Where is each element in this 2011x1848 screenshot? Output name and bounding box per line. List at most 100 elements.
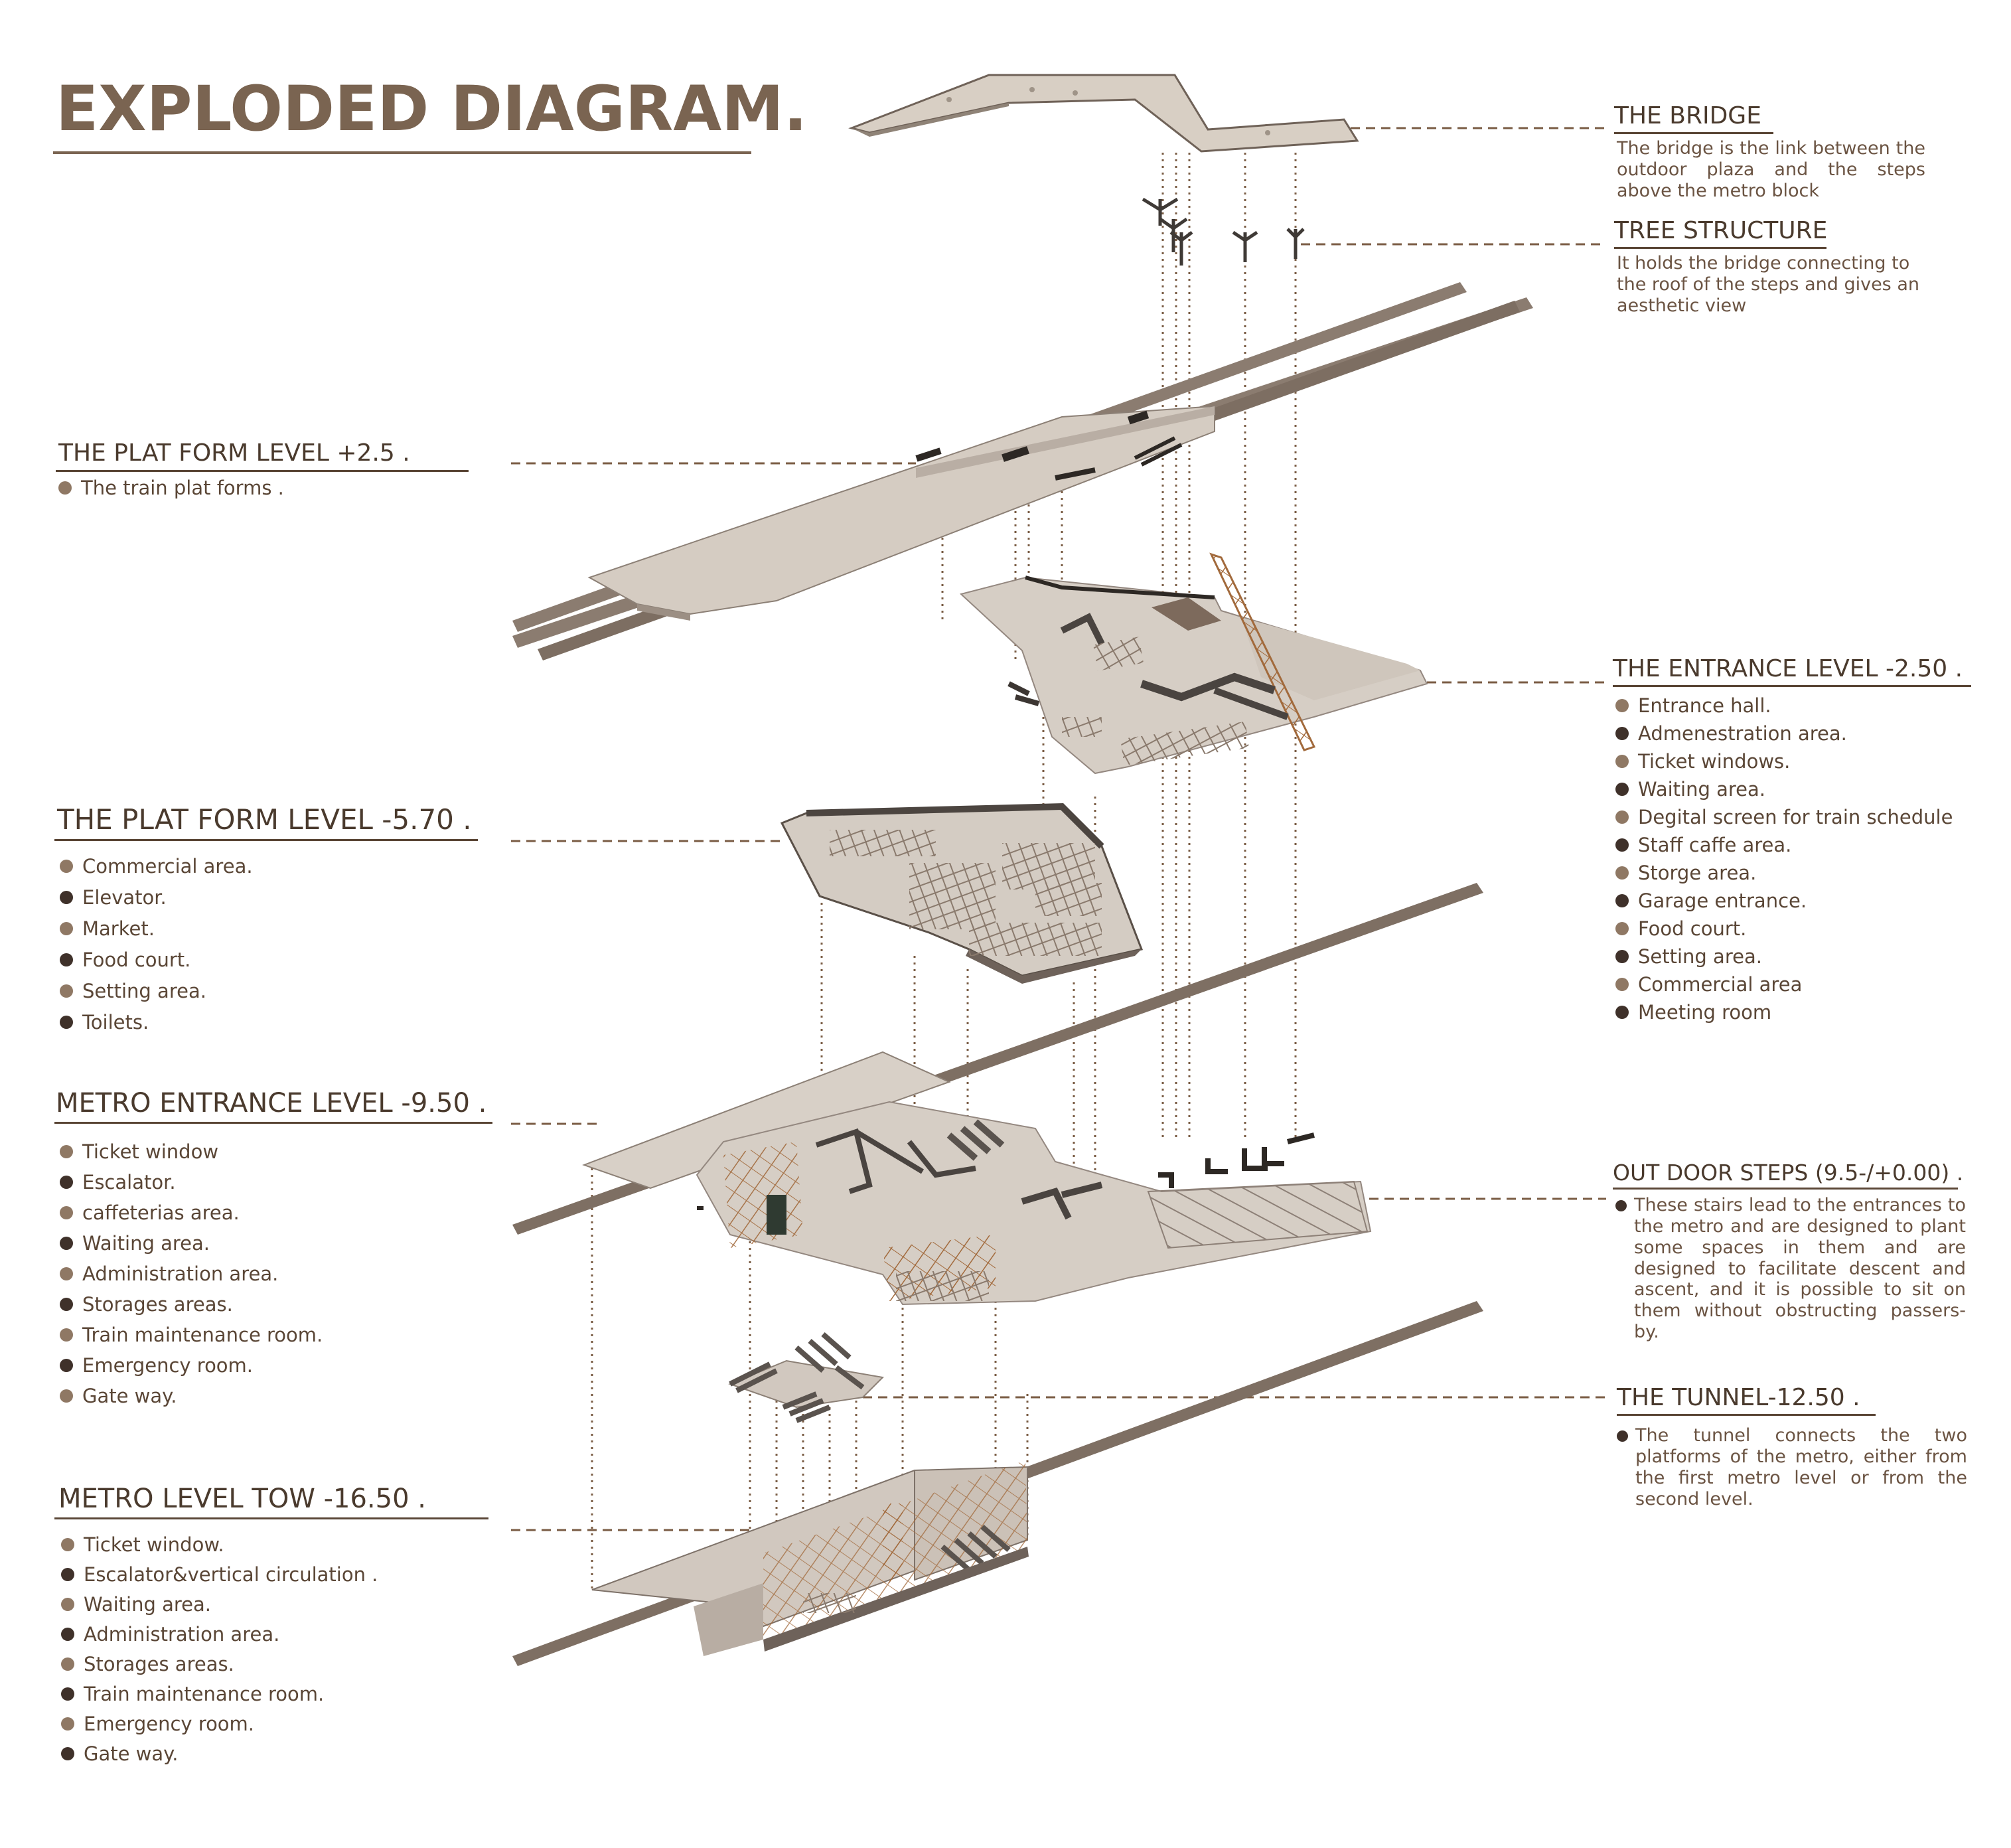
bullet-dot bbox=[61, 1538, 74, 1551]
list-item: Gate way. bbox=[60, 1387, 492, 1406]
list-item: Administration area. bbox=[60, 1265, 492, 1284]
entrance-level bbox=[959, 552, 1428, 775]
platform-low-heading-rule bbox=[54, 839, 478, 841]
bridge-slab bbox=[848, 74, 1359, 153]
bullet-dot bbox=[60, 1237, 73, 1250]
list-item: Storge area. bbox=[1615, 864, 1971, 883]
bullet-dot bbox=[58, 481, 72, 495]
bullet-dot bbox=[1615, 922, 1629, 935]
metro-entrance-heading: METRO ENTRANCE LEVEL -9.50 . bbox=[56, 1088, 487, 1118]
entrance-annotation: THE ENTRANCE LEVEL -2.50 . Entrance hall… bbox=[1613, 657, 1971, 1022]
list-item: Ticket window bbox=[60, 1142, 492, 1162]
list-item: Waiting area. bbox=[1615, 780, 1971, 799]
list-item: Emergency room. bbox=[60, 1356, 492, 1375]
list-item: Escalator. bbox=[60, 1173, 492, 1192]
list-item: Market. bbox=[60, 919, 478, 939]
tunnel-annotation: THE TUNNEL-12.50 . The tunnel connects t… bbox=[1617, 1386, 1967, 1509]
bullet-dot bbox=[1615, 783, 1629, 796]
bullet-dot bbox=[61, 1568, 74, 1581]
list-item: Storages areas. bbox=[61, 1655, 488, 1674]
list-item: Garage entrance. bbox=[1615, 891, 1971, 911]
bullet-dot bbox=[1615, 1006, 1629, 1019]
bullet-dot bbox=[61, 1657, 74, 1671]
platform-top-feature-list: The train plat forms . bbox=[58, 479, 469, 498]
steps-description: These stairs lead to the entrances to th… bbox=[1615, 1195, 1966, 1343]
bullet-dot bbox=[61, 1687, 74, 1701]
bullet-dot bbox=[60, 860, 73, 873]
bullet-dot bbox=[60, 922, 73, 935]
bullet-dot bbox=[61, 1628, 74, 1641]
bullet-dot bbox=[60, 1328, 73, 1342]
bridge-heading-rule bbox=[1614, 132, 1773, 134]
list-item: Escalator&vertical circulation . bbox=[61, 1565, 488, 1584]
bridge-annotation: THE BRIDGE The bridge is the link betwee… bbox=[1614, 104, 1925, 202]
platform-top-annotation: THE PLAT FORM LEVEL +2.5 . The train pla… bbox=[56, 441, 469, 498]
list-item: Food court. bbox=[1615, 919, 1971, 939]
list-item: Gate way. bbox=[61, 1744, 488, 1764]
bullet-dot bbox=[1615, 699, 1629, 712]
bullet-dot bbox=[61, 1598, 74, 1611]
bullet-dot bbox=[60, 1298, 73, 1311]
metro-entrance-heading-rule bbox=[54, 1122, 492, 1124]
platform-low-heading: THE PLAT FORM LEVEL -5.70 . bbox=[57, 803, 472, 836]
tunnel-description: The tunnel connects the two platforms of… bbox=[1617, 1425, 1967, 1509]
bullet-dot bbox=[61, 1747, 74, 1760]
metro-two-annotation: METRO LEVEL TOW -16.50 . Ticket window. … bbox=[54, 1486, 488, 1764]
list-item: Train maintenance room. bbox=[61, 1685, 488, 1704]
list-item: The train plat forms . bbox=[58, 479, 469, 498]
bridge-description: The bridge is the link between the outdo… bbox=[1617, 138, 1925, 201]
bullet-dot bbox=[1615, 978, 1629, 991]
bullet-dot bbox=[60, 1389, 73, 1403]
tunnel-heading-rule bbox=[1617, 1414, 1876, 1416]
bullet-dot bbox=[60, 1267, 73, 1280]
list-item: Setting area. bbox=[1615, 947, 1971, 966]
list-item: Train maintenance room. bbox=[60, 1326, 492, 1345]
tunnel-level bbox=[728, 1332, 885, 1423]
steps-heading: OUT DOOR STEPS (9.5-/+0.00) . bbox=[1613, 1160, 1964, 1186]
steps-heading-rule bbox=[1613, 1188, 1958, 1190]
platform-top-heading-rule bbox=[56, 470, 469, 472]
entrance-heading-rule bbox=[1613, 685, 1971, 687]
list-item: Toilets. bbox=[60, 1013, 478, 1032]
bullet-dot bbox=[1617, 1430, 1628, 1442]
metro-entrance-feature-list: Ticket window Escalator. caffeterias are… bbox=[60, 1142, 492, 1406]
bullet-dot bbox=[61, 1717, 74, 1731]
bullet-dot bbox=[60, 891, 73, 904]
bullet-dot bbox=[60, 1359, 73, 1372]
bullet-dot bbox=[1615, 727, 1629, 740]
list-item: Storages areas. bbox=[60, 1295, 492, 1314]
list-item: Meeting room bbox=[1615, 1003, 1971, 1022]
bridge-heading: THE BRIDGE bbox=[1614, 102, 1761, 129]
list-item: Entrance hall. bbox=[1615, 696, 1971, 716]
title-underline bbox=[53, 151, 751, 154]
bullet-dot bbox=[60, 1016, 73, 1029]
metro-level-two bbox=[512, 1301, 1483, 1666]
platform-low-feature-list: Commercial area. Elevator. Market. Food … bbox=[60, 857, 478, 1032]
bullet-dot bbox=[1615, 1200, 1627, 1211]
platform-low-annotation: THE PLAT FORM LEVEL -5.70 . Commercial a… bbox=[54, 803, 478, 1032]
platform-level-top bbox=[512, 282, 1533, 660]
list-item: Emergency room. bbox=[61, 1715, 488, 1734]
entrance-heading: THE ENTRANCE LEVEL -2.50 . bbox=[1613, 655, 1963, 682]
list-item: Staff caffe area. bbox=[1615, 836, 1971, 855]
tunnel-heading: THE TUNNEL-12.50 . bbox=[1617, 1384, 1860, 1411]
bullet-dot bbox=[60, 953, 73, 966]
bullet-dot bbox=[60, 1145, 73, 1158]
bullet-dot bbox=[1615, 755, 1629, 768]
metro-entrance-level bbox=[512, 883, 1483, 1306]
list-item: Commercial area. bbox=[60, 857, 478, 876]
tree-heading: TREE STRUCTURE bbox=[1614, 217, 1828, 244]
metro-entrance-annotation: METRO ENTRANCE LEVEL -9.50 . Ticket wind… bbox=[54, 1088, 492, 1406]
list-item: Degital screen for train schedule bbox=[1615, 808, 1971, 827]
list-item: Commercial area bbox=[1615, 975, 1971, 994]
bullet-dot bbox=[60, 984, 73, 998]
page-title: EXPLODED DIAGRAM. bbox=[56, 73, 808, 145]
platform-level-mid bbox=[780, 803, 1144, 984]
metro-two-heading-rule bbox=[54, 1517, 488, 1519]
list-item: Waiting area. bbox=[60, 1234, 492, 1253]
list-item: caffeterias area. bbox=[60, 1203, 492, 1223]
list-item: Setting area. bbox=[60, 982, 478, 1001]
list-item: Ticket windows. bbox=[1615, 752, 1971, 771]
tree-structures bbox=[1142, 197, 1305, 266]
